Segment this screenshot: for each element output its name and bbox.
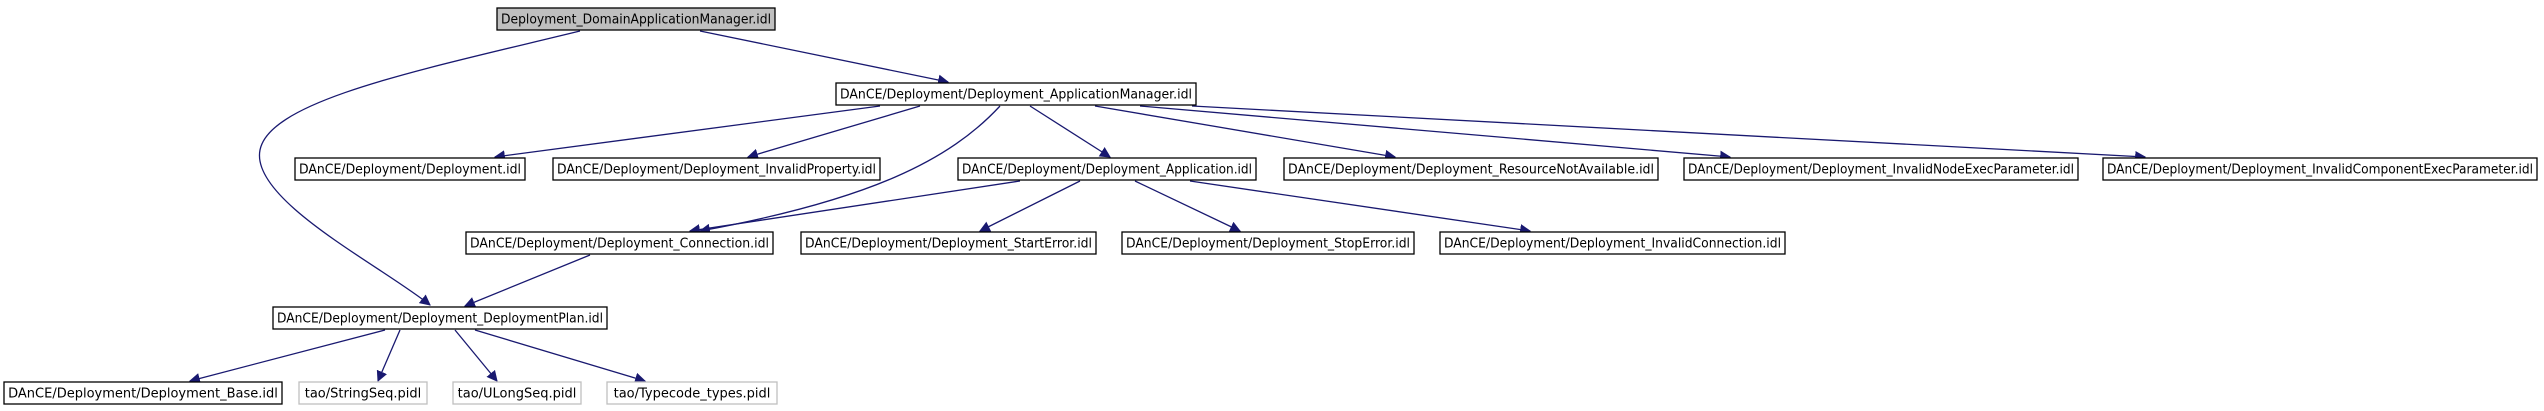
node-n5[interactable]: DAnCE/Deployment/Deployment_ResourceNotA… xyxy=(1283,157,1659,181)
node-label: DAnCE/Deployment/Deployment_StopError.id… xyxy=(1126,237,1410,252)
node-label: DAnCE/Deployment/Deployment_InvalidNodeE… xyxy=(1688,163,2074,178)
edge-n12-n14 xyxy=(376,329,401,383)
node-n1[interactable]: DAnCE/Deployment/Deployment_ApplicationM… xyxy=(835,82,1197,106)
node-box xyxy=(800,231,1097,255)
edge-n4-n8 xyxy=(688,180,1021,235)
node-label: Deployment_DomainApplicationManager.idl xyxy=(501,13,771,28)
edge-n1-n8 xyxy=(698,105,1001,235)
edge-n4-n11 xyxy=(1189,180,1532,236)
node-box xyxy=(298,381,428,405)
node-label: DAnCE/Deployment/Deployment_Base.idl xyxy=(8,387,278,402)
node-box xyxy=(1439,231,1786,255)
edge-n0-n12 xyxy=(258,30,581,306)
node-label: tao/ULongSeq.pidl xyxy=(458,387,577,402)
node-box xyxy=(1121,231,1415,255)
node-n10[interactable]: DAnCE/Deployment/Deployment_StopError.id… xyxy=(1121,231,1415,255)
edge-n8-n12 xyxy=(463,254,591,308)
node-n16: tao/Typecode_types.pidl xyxy=(606,381,778,405)
node-n2[interactable]: DAnCE/Deployment/Deployment.idl xyxy=(294,157,526,181)
edge-n12-n15 xyxy=(454,329,498,382)
node-box xyxy=(452,381,582,405)
node-box xyxy=(606,381,778,405)
edge-n1-n5 xyxy=(1094,105,1397,161)
node-box xyxy=(465,231,774,255)
node-label: DAnCE/Deployment/Deployment_StartError.i… xyxy=(805,237,1092,252)
nodes-layer: Deployment_DomainApplicationManager.idlD… xyxy=(3,7,2538,405)
node-box xyxy=(1283,157,1659,181)
node-n6[interactable]: DAnCE/Deployment/Deployment_InvalidNodeE… xyxy=(1683,157,2079,181)
node-label: tao/Typecode_types.pidl xyxy=(614,387,771,402)
edge-n0-n1 xyxy=(699,30,950,86)
node-label: DAnCE/Deployment/Deployment.idl xyxy=(299,163,521,178)
node-box xyxy=(272,306,608,330)
node-box xyxy=(294,157,526,181)
node-n9[interactable]: DAnCE/Deployment/Deployment_StartError.i… xyxy=(800,231,1097,255)
node-label: DAnCE/Deployment/Deployment_InvalidConne… xyxy=(1444,237,1781,252)
node-n3[interactable]: DAnCE/Deployment/Deployment_InvalidPrope… xyxy=(552,157,881,181)
node-box xyxy=(835,82,1197,106)
node-box xyxy=(2102,157,2538,181)
node-label: DAnCE/Deployment/Deployment_Connection.i… xyxy=(470,237,769,252)
node-label: tao/StringSeq.pidl xyxy=(305,387,422,402)
node-box xyxy=(1683,157,2079,181)
node-label: DAnCE/Deployment/Deployment_Application.… xyxy=(962,163,1252,178)
edge-n1-n4 xyxy=(1029,105,1111,158)
node-n13[interactable]: DAnCE/Deployment/Deployment_Base.idl xyxy=(3,381,283,405)
edge-n1-n6 xyxy=(1139,105,1732,162)
edge-n1-n7 xyxy=(1191,105,2147,162)
edge-n12-n13 xyxy=(188,329,386,384)
node-label: DAnCE/Deployment/Deployment_DeploymentPl… xyxy=(277,312,603,327)
node-box xyxy=(496,7,776,31)
node-box xyxy=(957,157,1257,181)
node-n7[interactable]: DAnCE/Deployment/Deployment_InvalidCompo… xyxy=(2102,157,2538,181)
edges-layer xyxy=(188,30,2147,384)
node-n14: tao/StringSeq.pidl xyxy=(298,381,428,405)
node-label: DAnCE/Deployment/Deployment_ApplicationM… xyxy=(840,88,1192,103)
node-box xyxy=(552,157,881,181)
node-n4[interactable]: DAnCE/Deployment/Deployment_Application.… xyxy=(957,157,1257,181)
edge-n12-n16 xyxy=(474,329,647,384)
edge-n1-n2 xyxy=(493,105,881,162)
node-label: DAnCE/Deployment/Deployment_InvalidPrope… xyxy=(557,163,876,178)
node-n8[interactable]: DAnCE/Deployment/Deployment_Connection.i… xyxy=(465,231,774,255)
node-n15: tao/ULongSeq.pidl xyxy=(452,381,582,405)
node-n0[interactable]: Deployment_DomainApplicationManager.idl xyxy=(496,7,776,31)
node-n11[interactable]: DAnCE/Deployment/Deployment_InvalidConne… xyxy=(1439,231,1786,255)
node-n12[interactable]: DAnCE/Deployment/Deployment_DeploymentPl… xyxy=(272,306,608,330)
node-box xyxy=(3,381,283,405)
edge-n4-n10 xyxy=(1134,180,1241,232)
edge-n4-n9 xyxy=(979,180,1081,232)
node-label: DAnCE/Deployment/Deployment_ResourceNotA… xyxy=(1288,163,1654,178)
node-label: DAnCE/Deployment/Deployment_InvalidCompo… xyxy=(2107,163,2533,178)
edge-n1-n3 xyxy=(746,105,921,160)
